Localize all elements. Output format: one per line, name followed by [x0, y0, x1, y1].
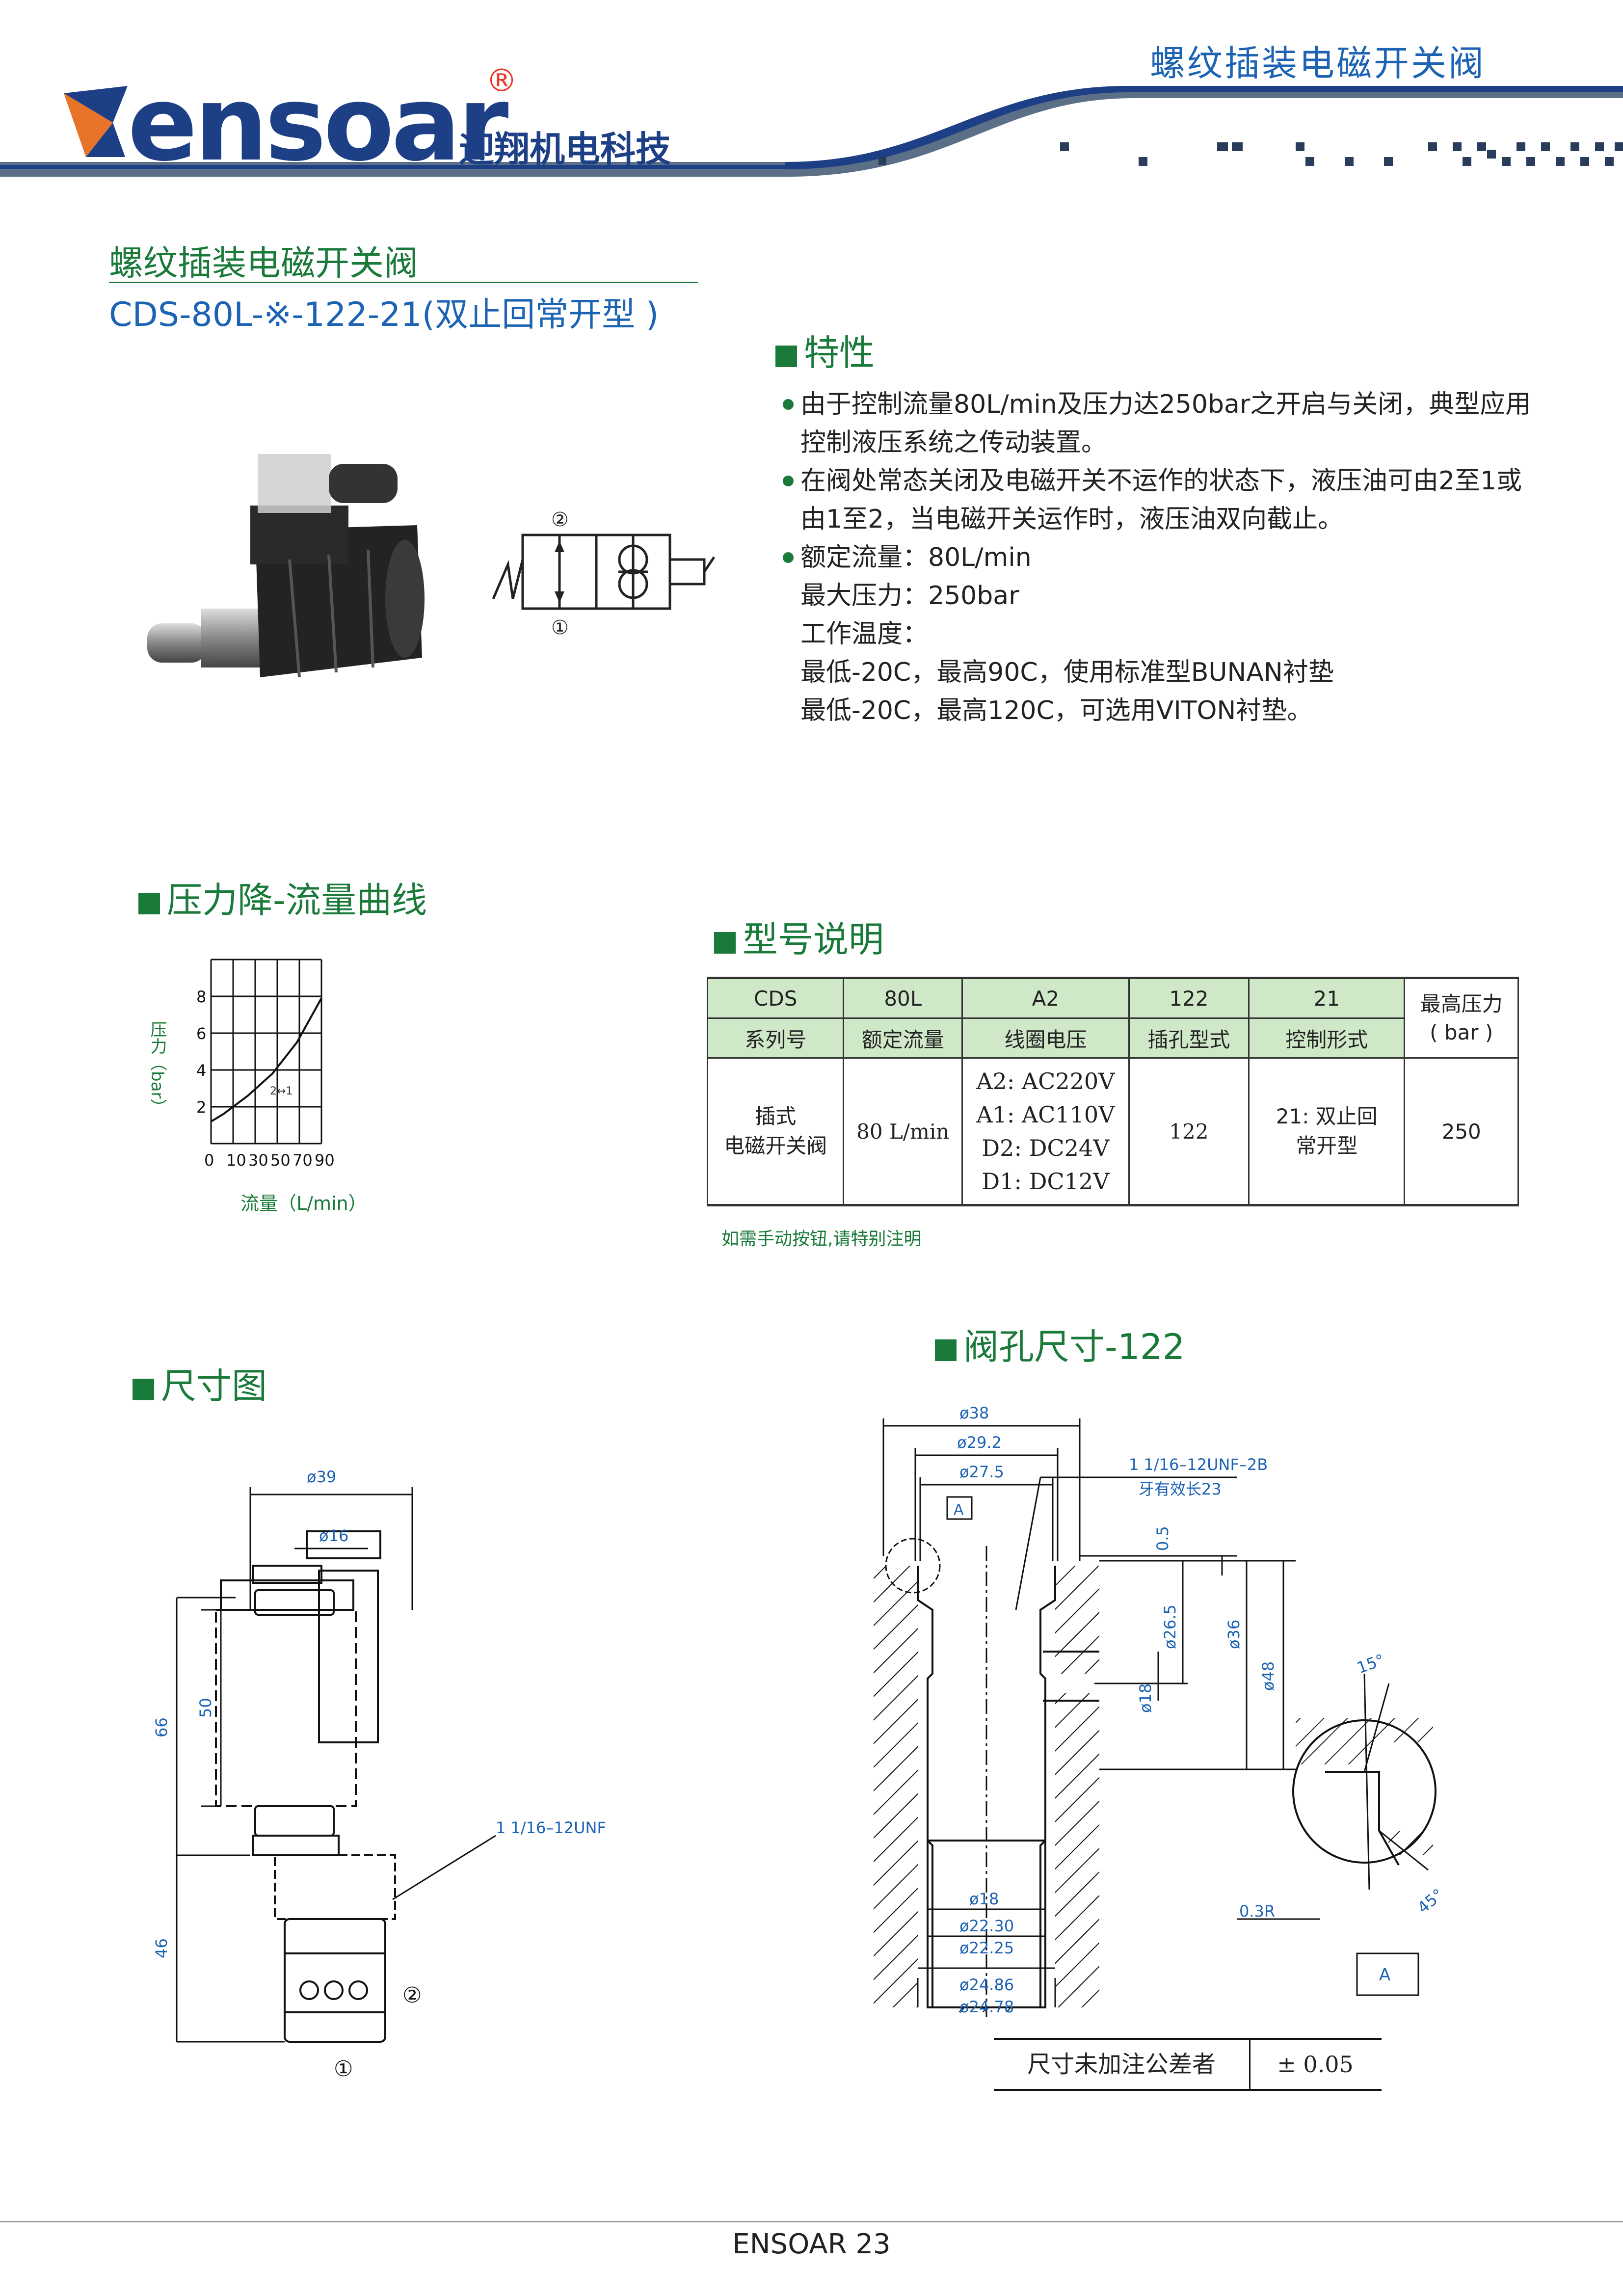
cav-d27-5: ø27.5	[959, 1463, 1004, 1481]
label-flow: 额定流量	[843, 1017, 963, 1059]
dim-thread: 1 1/16–12UNF	[496, 1818, 606, 1837]
label-voltage: 线圈电压	[961, 1017, 1130, 1059]
y-tick-label: 6	[196, 1024, 206, 1043]
cavity-a-label: A	[954, 1501, 964, 1519]
header-banner	[0, 86, 1623, 177]
footer-text: ENSOAR 23	[732, 2228, 891, 2260]
cav-v0-5: 0.5	[1153, 1526, 1172, 1551]
feature-line: 工作温度：	[800, 619, 929, 649]
dimension-drawing: ø39 ø16 66 50 46 1 1/16–12UNF ② ①	[152, 1468, 606, 2082]
cav-d22-25: ø22.25	[959, 1939, 1014, 1957]
footer-rule	[0, 2221, 1623, 2222]
dim-h50: 50	[196, 1698, 215, 1718]
tolerance-box: 尺寸未加注公差者 ± 0.05	[994, 2038, 1382, 2091]
x-tick-label: 90	[315, 1151, 335, 1170]
cav-angle-15: 15°	[1355, 1650, 1387, 1677]
feature-line: 在阀处常态关闭及电磁开关不运作的状态下，液压油可由2至1或	[783, 462, 1578, 500]
cav-v48: ø48	[1259, 1661, 1277, 1691]
chart-xlabel: 流量（L/min）	[240, 1193, 367, 1214]
cavity-heading: 阀孔尺寸-122	[935, 1318, 1185, 1369]
cav-v36: ø36	[1224, 1620, 1243, 1649]
cell-voltages: A2: AC220V A1: AC110V D2: DC24V D1: DC12…	[961, 1057, 1130, 1206]
cav-d18: ø18	[969, 1890, 999, 1908]
cav-d29-2: ø29.2	[957, 1433, 1002, 1452]
x-tick-label: 70	[293, 1151, 313, 1170]
model-heading: 型号说明	[714, 910, 884, 962]
label-cavity: 插孔型式	[1128, 1017, 1250, 1059]
feature-line: 由1至2，当电磁开关运作时，液压油双向截止。	[800, 505, 1344, 534]
model-note: 如需手动按钮,请特别注明	[721, 1229, 922, 1249]
cav-angle-45: 45°	[1414, 1885, 1447, 1918]
feature-line: 最低-20C，最高90C，使用标准型BUNAN衬垫	[800, 658, 1334, 687]
dim-h66: 66	[152, 1717, 171, 1737]
features-heading: 特性	[775, 324, 875, 375]
dimension-heading: 尺寸图	[133, 1357, 267, 1409]
cav-d22-30: ø22.30	[959, 1917, 1014, 1935]
y-tick-label: 2	[196, 1098, 206, 1117]
feature-line: 最低-20C，最高120C，可选用VITON衬垫。	[800, 696, 1313, 725]
feature-line: 最大压力：250bar	[800, 581, 1019, 611]
cell-cavity: 122	[1128, 1057, 1250, 1206]
chart-ylabel: 压力（bar）	[147, 1021, 167, 1115]
cell-type: 插式电磁开关阀	[706, 1057, 845, 1206]
y-tick-label: 8	[196, 988, 206, 1006]
cavity-drawing: A ø38 ø29.2 ø27.5 1 1/16–12UNF–2B 牙有效长23…	[874, 1404, 1447, 2017]
cell-flow: 80 L/min	[843, 1057, 963, 1206]
tolerance-label: 尺寸未加注公差者	[994, 2040, 1251, 2089]
dim-d39: ø39	[307, 1468, 336, 1486]
cav-v26-5: ø26.5	[1161, 1604, 1179, 1649]
cav-v18-side: ø18	[1136, 1683, 1155, 1713]
cell-pressure: 250	[1404, 1057, 1519, 1206]
x-tick-label: 0	[204, 1151, 214, 1170]
feature-line: 控制液压系统之传动装置。	[800, 428, 1107, 457]
header-title: 螺纹插装电磁开关阀	[1149, 43, 1486, 84]
x-tick-label: 10	[226, 1151, 246, 1170]
x-tick-label: 50	[270, 1151, 291, 1170]
cav-thread-len: 牙有效长23	[1139, 1480, 1222, 1498]
brand-logo: ensoar	[128, 64, 508, 184]
brand-cn: 迎翔机电科技	[459, 129, 671, 170]
label-series: 系列号	[706, 1017, 845, 1059]
chart-series-line	[210, 997, 322, 1122]
code-cavity: 122	[1128, 977, 1250, 1019]
logo-icon	[64, 86, 128, 157]
curve-label: 2↔1	[270, 1085, 293, 1097]
y-tick-label: 4	[196, 1061, 206, 1080]
dim-h46: 46	[152, 1938, 171, 1958]
product-model: CDS-80L-※-122-21(双止回常开型 )	[109, 295, 659, 334]
dim-port-1: ①	[334, 2056, 353, 2082]
features-list: 由于控制流量80L/min及压力达250bar之开启与关闭，典型应用 控制液压系…	[783, 385, 1578, 730]
curve-heading: 压力降-流量曲线	[138, 871, 427, 923]
symbol-port-2: ②	[551, 508, 569, 531]
cav-thread: 1 1/16–12UNF–2B	[1129, 1455, 1268, 1474]
feature-line: 由于控制流量80L/min及压力达250bar之开启与关闭，典型应用	[783, 385, 1578, 424]
code-control: 21	[1248, 977, 1406, 1019]
hydraulic-symbol: ② ①	[492, 508, 716, 639]
title-underline	[109, 282, 698, 283]
model-table: CDS 80L A2 122 21 最高压力( bar ) 系列号 额定流量 线…	[706, 977, 1519, 1206]
tolerance-value: ± 0.05	[1277, 2051, 1354, 2078]
max-pressure-header: 最高压力( bar )	[1404, 977, 1519, 1059]
cav-d24-86: ø24.86	[959, 1976, 1014, 1994]
cav-d24-78: ø24.78	[959, 1998, 1014, 2016]
registered-mark: ®	[486, 63, 517, 99]
feature-line: 额定流量：80L/min	[783, 538, 1578, 577]
detail-a-label: A	[1379, 1965, 1390, 1985]
dim-port-2: ②	[402, 1983, 422, 2008]
cell-control: 21: 双止回常开型	[1248, 1057, 1406, 1206]
dim-d16: ø16	[319, 1526, 348, 1545]
product-title: 螺纹插装电磁开关阀	[109, 243, 418, 283]
code-voltage: A2	[961, 977, 1130, 1019]
cav-r03: 0.3R	[1239, 1902, 1275, 1921]
code-flow: 80L	[843, 977, 963, 1019]
label-control: 控制形式	[1248, 1017, 1406, 1059]
chart-grid	[210, 959, 322, 1145]
product-photo	[147, 454, 425, 678]
cav-d38: ø38	[959, 1404, 989, 1422]
symbol-port-1: ①	[551, 616, 569, 639]
code-series: CDS	[706, 977, 845, 1019]
x-tick-label: 30	[248, 1151, 268, 1170]
